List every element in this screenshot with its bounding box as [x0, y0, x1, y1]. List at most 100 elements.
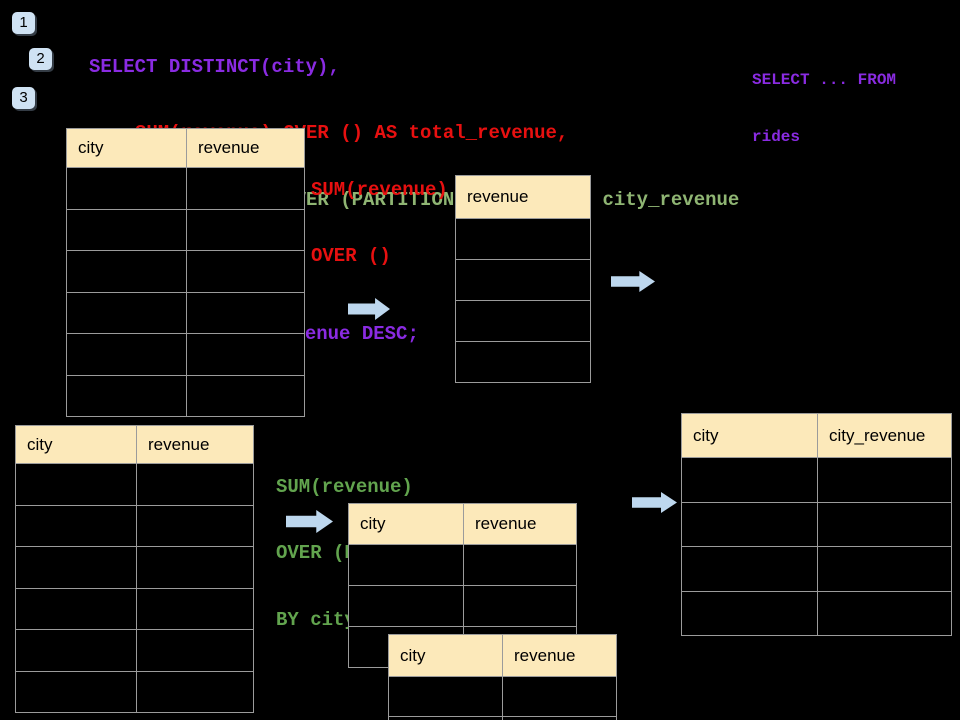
empty-cell [455, 341, 591, 383]
table-row [66, 374, 305, 417]
column-header-city-revenue: city_revenue [817, 413, 952, 458]
step-badge-1: 1 [12, 12, 35, 34]
empty-cell [681, 546, 818, 592]
empty-cell [186, 333, 305, 376]
table-row [681, 501, 952, 547]
table-row [455, 341, 591, 383]
empty-cell [66, 167, 187, 210]
empty-cell [348, 585, 464, 627]
table-row [388, 716, 617, 720]
empty-cell [15, 463, 137, 506]
table-row [66, 250, 305, 293]
empty-cell [455, 300, 591, 342]
empty-cell [817, 590, 952, 636]
header-row: city revenue [388, 634, 617, 677]
header-row: city revenue [348, 503, 577, 545]
source-table-top: city revenue [66, 128, 305, 417]
table-body [15, 463, 254, 713]
column-header-revenue: revenue [455, 175, 591, 219]
empty-cell [681, 590, 818, 636]
table-row [15, 629, 254, 672]
empty-cell [136, 546, 254, 589]
table-body [681, 457, 952, 636]
table-row [15, 504, 254, 547]
empty-cell [463, 544, 577, 586]
right-arrow-icon [286, 510, 333, 533]
empty-cell [817, 457, 952, 503]
empty-cell [66, 250, 187, 293]
empty-cell [15, 670, 137, 713]
empty-cell [502, 716, 617, 720]
side-note-select-from: SELECT ... FROM rides [752, 33, 896, 185]
step-badge-3: 3 [12, 87, 35, 109]
table-body [455, 218, 591, 383]
partition-table-lower: city revenue [388, 634, 617, 720]
source-table-bottom: city revenue [15, 425, 254, 713]
table-row [388, 676, 617, 717]
empty-cell [388, 716, 503, 720]
table-row [66, 291, 305, 334]
column-header-city: city [15, 425, 137, 464]
empty-cell [455, 218, 591, 260]
empty-cell [186, 374, 305, 417]
empty-cell [136, 670, 254, 713]
table-row [348, 585, 577, 627]
column-header-revenue: revenue [502, 634, 617, 677]
table-body [388, 676, 617, 720]
total-revenue-table: revenue [455, 175, 591, 383]
header-row: city city_revenue [681, 413, 952, 458]
table-row [681, 590, 952, 636]
table-row [455, 218, 591, 260]
label-sum-over-all: SUM(revenue) OVER () [311, 135, 448, 311]
column-header-revenue: revenue [136, 425, 254, 464]
city-revenue-result-table: city city_revenue [681, 413, 952, 636]
empty-cell [186, 208, 305, 251]
column-header-city: city [348, 503, 464, 545]
table-row [681, 546, 952, 592]
empty-cell [463, 585, 577, 627]
table-row [15, 463, 254, 506]
table-row [15, 546, 254, 589]
empty-cell [136, 587, 254, 630]
empty-cell [66, 291, 187, 334]
table-row [15, 587, 254, 630]
empty-cell [186, 250, 305, 293]
header-row: city revenue [15, 425, 254, 464]
column-header-revenue: revenue [463, 503, 577, 545]
empty-cell [817, 546, 952, 592]
empty-cell [186, 167, 305, 210]
side-note-line1: SELECT ... FROM [752, 71, 897, 89]
header-row: revenue [455, 175, 591, 219]
label-total-line2: OVER () [311, 245, 391, 267]
empty-cell [15, 587, 137, 630]
empty-cell [15, 629, 137, 672]
column-header-city: city [66, 128, 187, 168]
header-row: city revenue [66, 128, 305, 168]
table-row [455, 259, 591, 301]
table-row [15, 670, 254, 713]
empty-cell [136, 629, 254, 672]
empty-cell [348, 544, 464, 586]
column-header-city: city [681, 413, 818, 458]
table-row [66, 167, 305, 210]
column-header-revenue: revenue [186, 128, 305, 168]
table-row [66, 208, 305, 251]
table-row [681, 457, 952, 503]
column-header-city: city [388, 634, 503, 677]
empty-cell [681, 457, 818, 503]
empty-cell [388, 676, 503, 717]
empty-cell [15, 546, 137, 589]
step-badge-2: 2 [29, 48, 52, 70]
side-note-line2: rides [752, 128, 801, 146]
empty-cell [66, 374, 187, 417]
sql-line-select: SELECT DISTINCT(city), [89, 55, 340, 78]
empty-cell [136, 463, 254, 506]
right-arrow-icon [348, 298, 390, 320]
empty-cell [681, 501, 818, 547]
empty-cell [186, 291, 305, 334]
table-row [348, 544, 577, 586]
empty-cell [817, 501, 952, 547]
table-body [66, 167, 305, 417]
right-arrow-icon [611, 271, 655, 292]
